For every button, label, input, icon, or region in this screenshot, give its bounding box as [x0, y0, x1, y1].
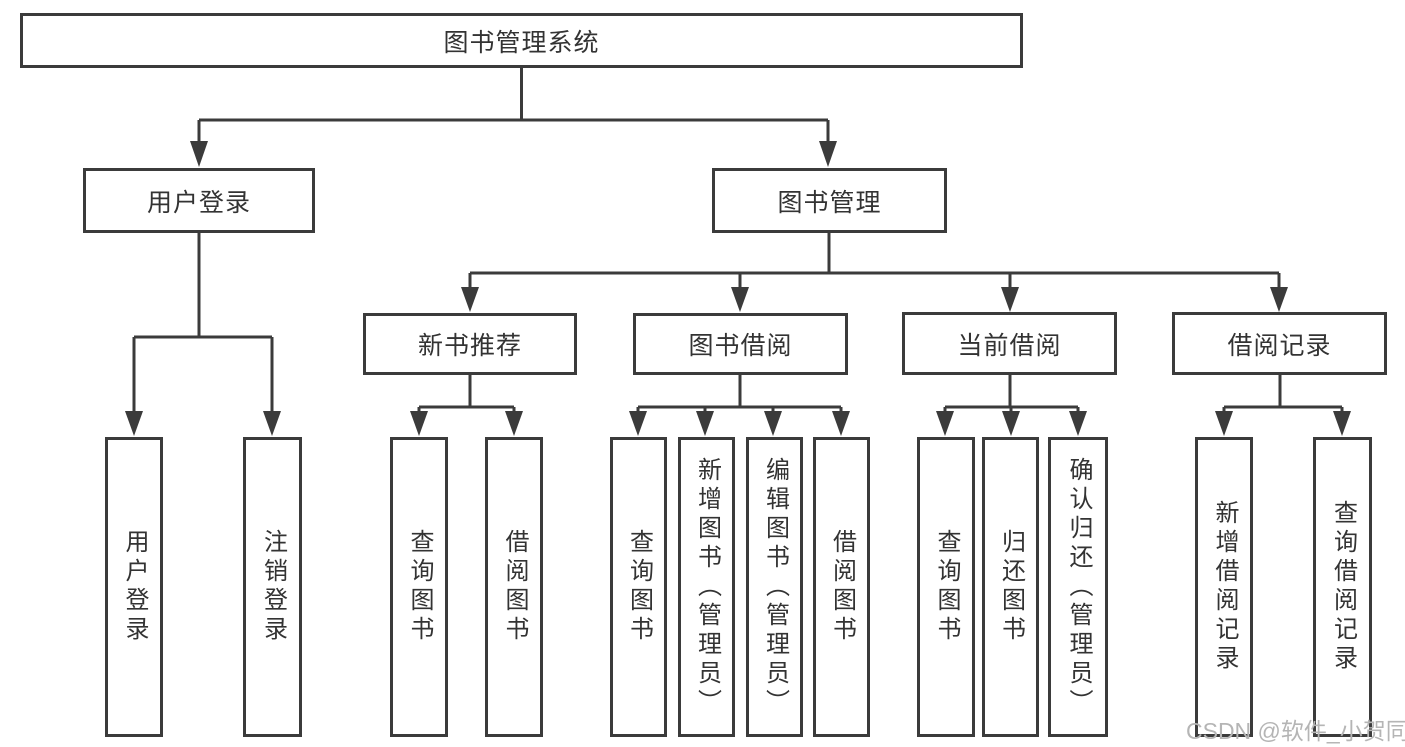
node-label: 查询图书: [625, 529, 653, 645]
node-leaf-return-books: 归还图书: [982, 437, 1039, 737]
connector-root-to-level2: [197, 68, 830, 142]
node-root: 图书管理系统: [20, 13, 1023, 68]
node-current-borrowing: 当前借阅: [902, 312, 1117, 375]
node-label: 查询图书: [933, 529, 960, 645]
node-label: 查询借阅记录: [1329, 500, 1357, 674]
node-label: 注销登录: [259, 529, 287, 645]
connector-current-to-leaves: [943, 375, 1080, 413]
arrowhead-icon: [1001, 287, 1019, 312]
arrowhead-icon: [1270, 287, 1288, 312]
arrowhead-icon: [1002, 411, 1020, 436]
node-label: 借阅图书: [501, 529, 528, 645]
arrowhead-icon: [505, 411, 523, 436]
node-leaf-add-borrow-record: 新增借阅记录: [1195, 437, 1253, 737]
node-label: 新增图书（管理员）: [693, 456, 721, 718]
node-leaf-borrow-books: 借阅图书: [813, 437, 870, 737]
connector-bookmgmt-to-level3: [468, 233, 1281, 289]
node-borrowing-records: 借阅记录: [1172, 312, 1387, 375]
arrowhead-icon: [1333, 411, 1351, 436]
watermark: CSDN @软件_小贺同学: [1186, 718, 1405, 744]
node-leaf-confirm-return-admin: 确认归还（管理员）: [1048, 437, 1108, 737]
node-book-borrowing: 图书借阅: [633, 313, 848, 375]
node-label: 确认归还（管理员）: [1065, 456, 1092, 718]
node-leaf-add-books-admin: 新增图书（管理员）: [678, 437, 735, 737]
node-label: 图书管理: [777, 188, 882, 217]
arrowhead-icon: [461, 287, 479, 312]
node-label: 编辑图书（管理员）: [761, 456, 789, 718]
node-book-management: 图书管理: [712, 168, 947, 233]
node-label: 归还图书: [997, 529, 1025, 645]
node-leaf-query-borrow-record: 查询借阅记录: [1313, 437, 1372, 737]
node-leaf-logout: 注销登录: [243, 437, 302, 737]
node-label: 用户登录: [146, 188, 251, 217]
connector-borrowing-to-leaves: [636, 375, 843, 413]
node-label: 查询图书: [406, 529, 433, 645]
node-label: 图书借阅: [688, 332, 793, 360]
node-label: 图书管理系统: [443, 28, 600, 57]
connector-userlogin-to-leaves: [132, 233, 274, 412]
node-label: 借阅图书: [828, 529, 856, 645]
node-new-book-recommend: 新书推荐: [363, 313, 577, 375]
arrowhead-icon: [410, 411, 428, 436]
node-leaf-query-books-borrowing: 查询图书: [610, 437, 667, 737]
arrowhead-icon: [1069, 411, 1087, 436]
node-label: 新增借阅记录: [1211, 500, 1238, 674]
arrowhead-icon: [125, 411, 143, 436]
arrowhead-icon: [263, 411, 281, 436]
node-leaf-query-books-current: 查询图书: [917, 437, 975, 737]
node-leaf-user-login: 用户登录: [105, 437, 163, 737]
arrowhead-icon: [832, 411, 850, 436]
node-user-login: 用户登录: [83, 168, 315, 233]
node-leaf-borrow-books-recommend: 借阅图书: [485, 437, 543, 737]
node-leaf-edit-books-admin: 编辑图书（管理员）: [746, 437, 803, 737]
arrowhead-icon: [731, 287, 749, 312]
node-label: 用户登录: [121, 529, 148, 645]
connector-recommend-to-leaves: [417, 375, 516, 413]
node-leaf-query-books-recommend: 查询图书: [390, 437, 448, 737]
arrowhead-icon: [696, 411, 714, 436]
arrowhead-icon: [190, 141, 208, 167]
arrowhead-icons: [125, 141, 1351, 436]
arrowhead-icon: [629, 411, 647, 436]
node-label: 当前借阅: [957, 331, 1062, 360]
arrowhead-icon: [936, 411, 954, 436]
arrowhead-icon: [764, 411, 782, 436]
node-label: 借阅记录: [1227, 331, 1332, 360]
node-label: 新书推荐: [417, 332, 522, 360]
arrowhead-icon: [1215, 411, 1233, 436]
connector-records-to-leaves: [1222, 375, 1344, 413]
arrowhead-icon: [819, 141, 837, 167]
